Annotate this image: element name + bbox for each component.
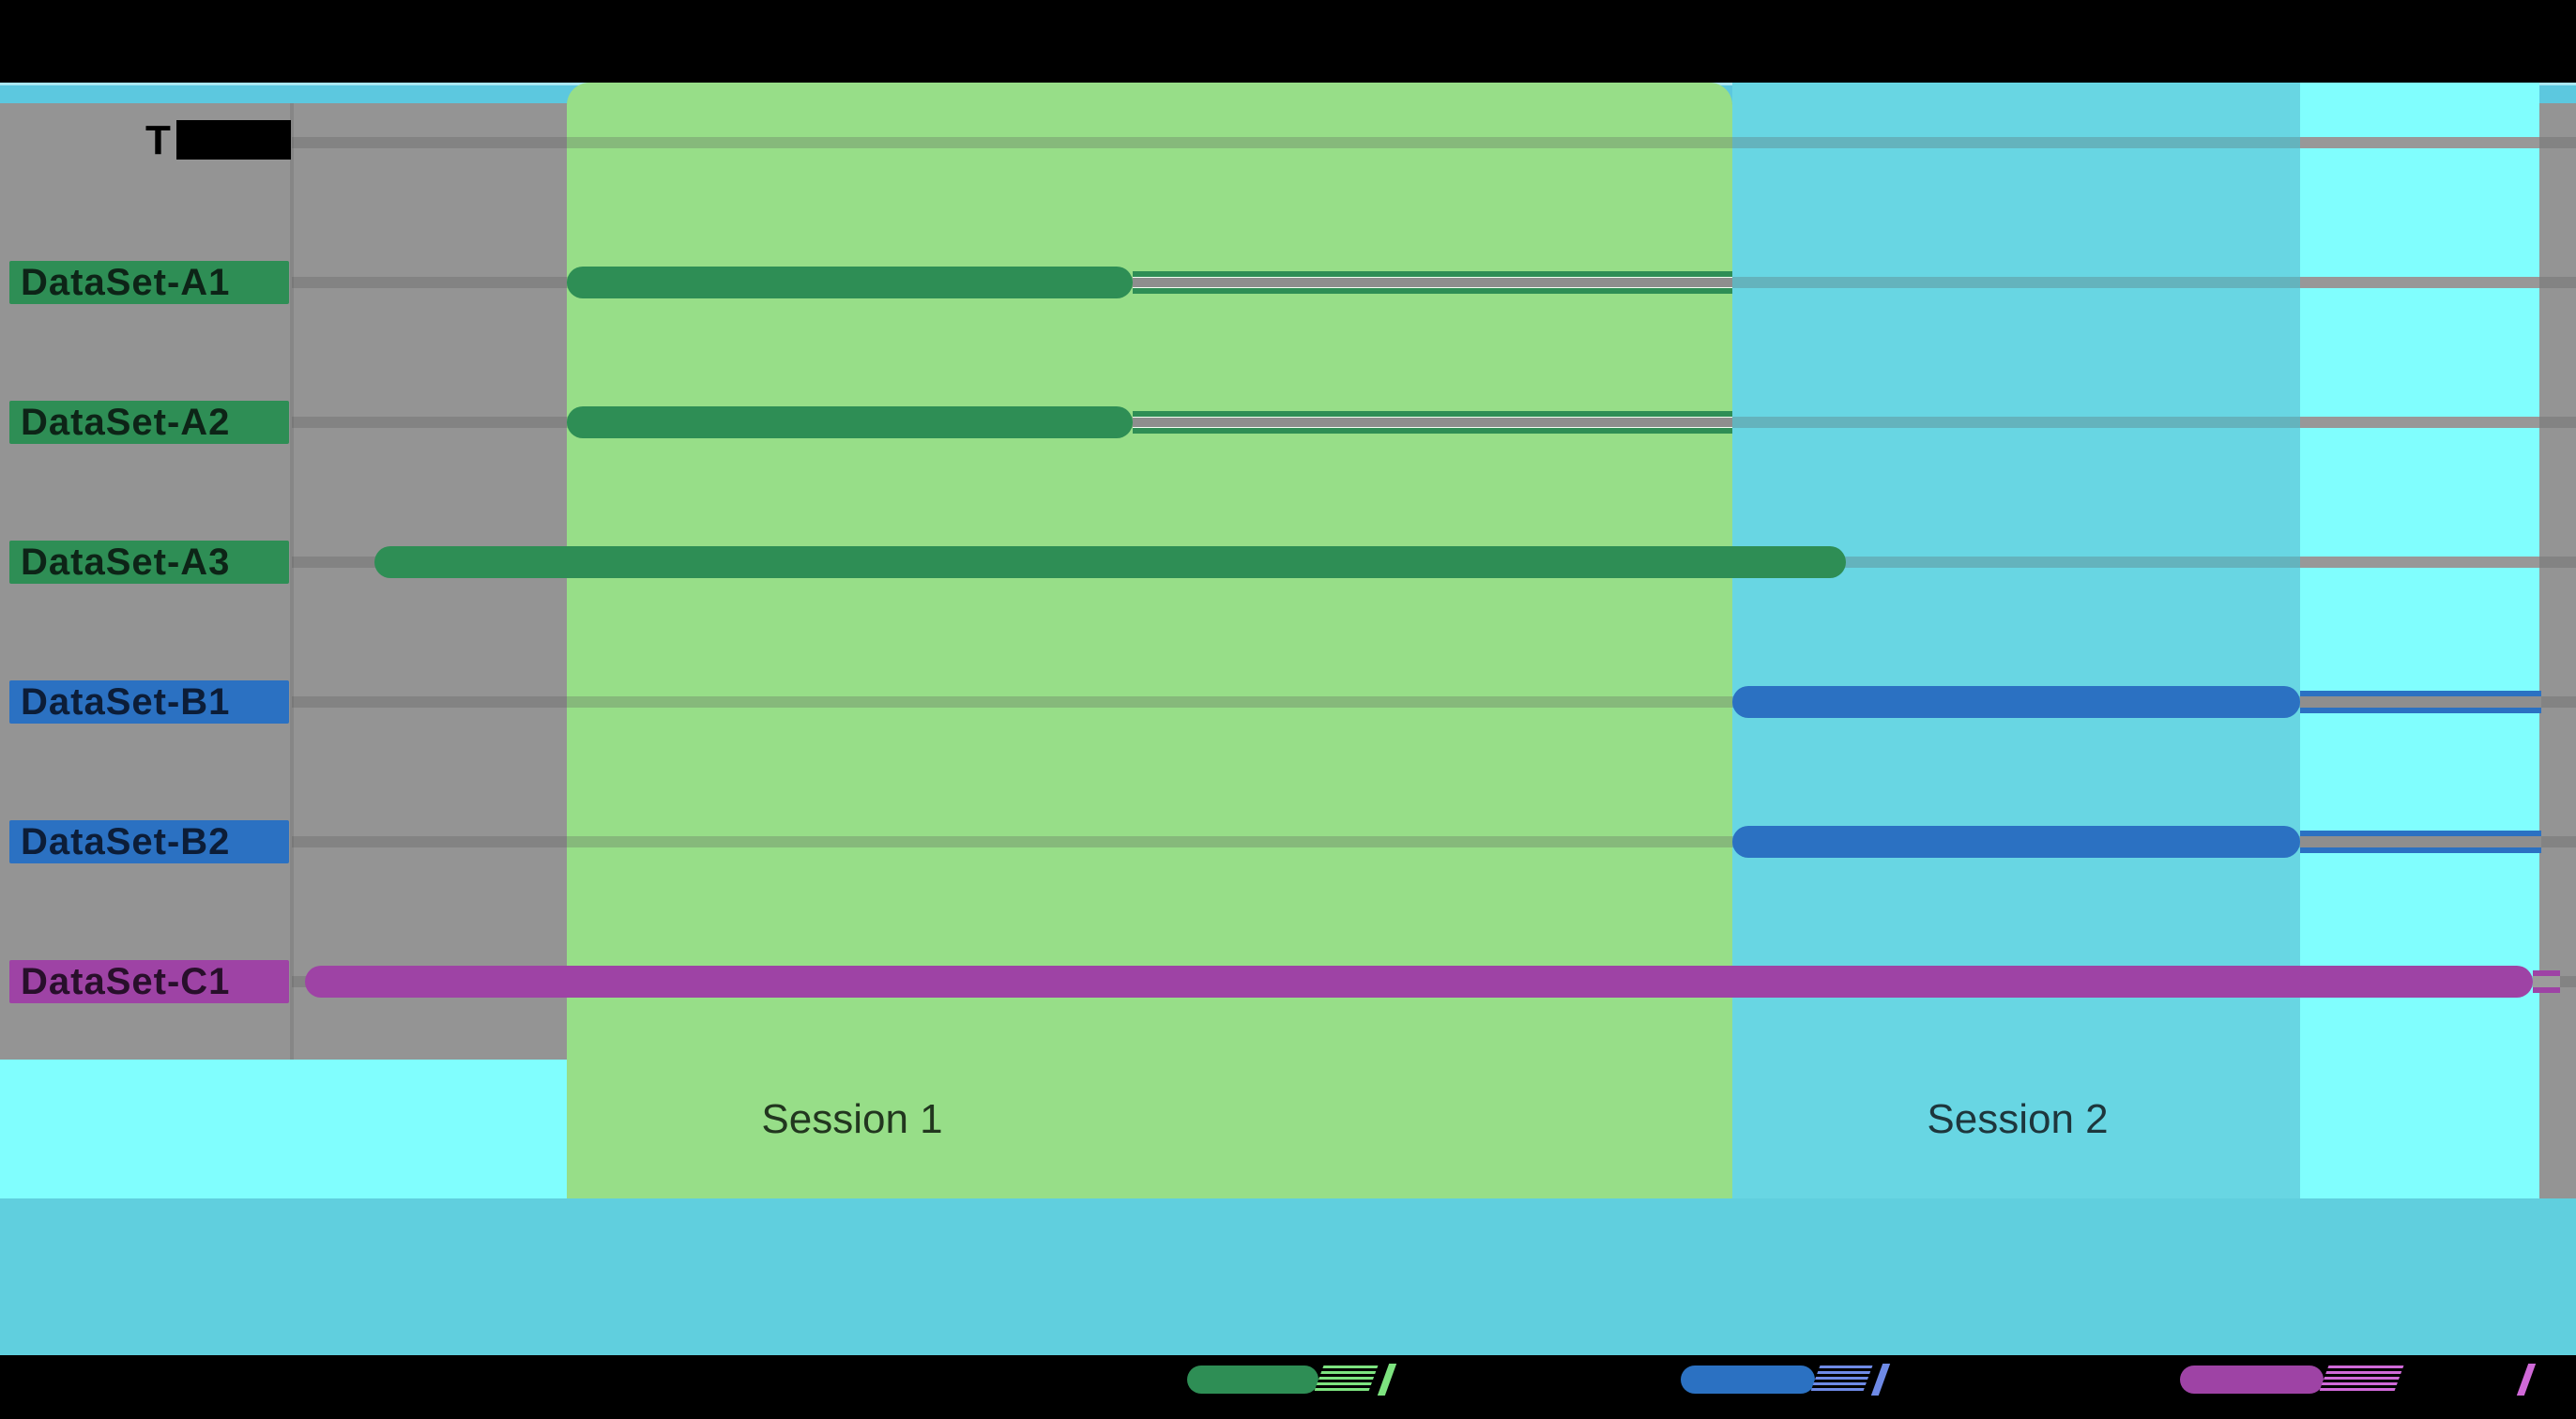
row-label-dataset-a2: DataSet-A2 xyxy=(21,401,231,443)
legend-swatch-stripe-series-b xyxy=(1809,1366,1873,1394)
row-label-dataset-a1: DataSet-A1 xyxy=(21,261,231,303)
legend-swatch-series-c xyxy=(2180,1366,2324,1394)
gridline-opaque-segment xyxy=(2300,557,2539,568)
row-label-dataset-a3: DataSet-A3 xyxy=(21,541,231,583)
gridline-opaque-segment xyxy=(2300,417,2539,428)
y-axis-line xyxy=(290,103,294,1060)
row-label-dataset-b2: DataSet-B2 xyxy=(21,820,231,862)
row-chip-dataset-b2: DataSet-B2 xyxy=(9,820,289,863)
session-2-band xyxy=(1732,83,2300,1198)
row-chip-dataset-a3: DataSet-A3 xyxy=(9,541,289,584)
bar-dataset-c1 xyxy=(305,966,2533,998)
gridline-opaque-segment xyxy=(2300,277,2539,288)
bar-dataset-b2 xyxy=(1732,826,2300,858)
bar-dataset-a2 xyxy=(567,406,1133,438)
bar-dataset-b1 xyxy=(1732,686,2300,718)
row-label-dataset-b1: DataSet-B1 xyxy=(21,680,231,723)
row-label-dataset-c1: DataSet-C1 xyxy=(21,960,231,1002)
title-redaction-box xyxy=(176,120,291,160)
legend-slash-series-b xyxy=(1870,1364,1891,1396)
gridline xyxy=(292,137,2576,148)
bottom-left-cyan-area xyxy=(0,1060,567,1198)
row-chip-dataset-a1: DataSet-A1 xyxy=(9,261,289,304)
legend-swatch-series-a xyxy=(1187,1366,1318,1394)
legend-row xyxy=(0,1355,2576,1419)
legend-swatch-stripe-series-c xyxy=(2318,1366,2404,1394)
chart-title-prefix: T xyxy=(145,117,171,163)
bar-dataset-a3 xyxy=(374,546,1846,578)
legend-slash-series-c xyxy=(2516,1364,2537,1396)
bar-dataset-a1 xyxy=(567,267,1133,298)
bright-cyan-band xyxy=(2300,83,2539,1198)
bar-extension-dataset-b2 xyxy=(2300,831,2541,853)
bar-extension-dataset-b1 xyxy=(2300,691,2541,713)
session-2-label: Session 2 xyxy=(1927,1096,2109,1142)
row-chip-dataset-c1: DataSet-C1 xyxy=(9,960,289,1003)
row-chip-dataset-a2: DataSet-A2 xyxy=(9,401,289,444)
bottom-cyan-band xyxy=(0,1198,2576,1355)
legend-slash-series-a xyxy=(1377,1364,1397,1396)
bar-extension-dataset-c1 xyxy=(2533,970,2560,993)
session-1-label: Session 1 xyxy=(761,1096,943,1142)
legend-swatch-series-b xyxy=(1681,1366,1815,1394)
gridline-opaque-segment xyxy=(2300,137,2539,148)
legend-swatch-stripe-series-a xyxy=(1313,1366,1379,1394)
row-chip-dataset-b1: DataSet-B1 xyxy=(9,680,289,724)
session-1-band xyxy=(567,83,1732,1198)
bar-extension-dataset-a2 xyxy=(1133,411,1732,434)
bar-extension-dataset-a1 xyxy=(1133,271,1732,294)
